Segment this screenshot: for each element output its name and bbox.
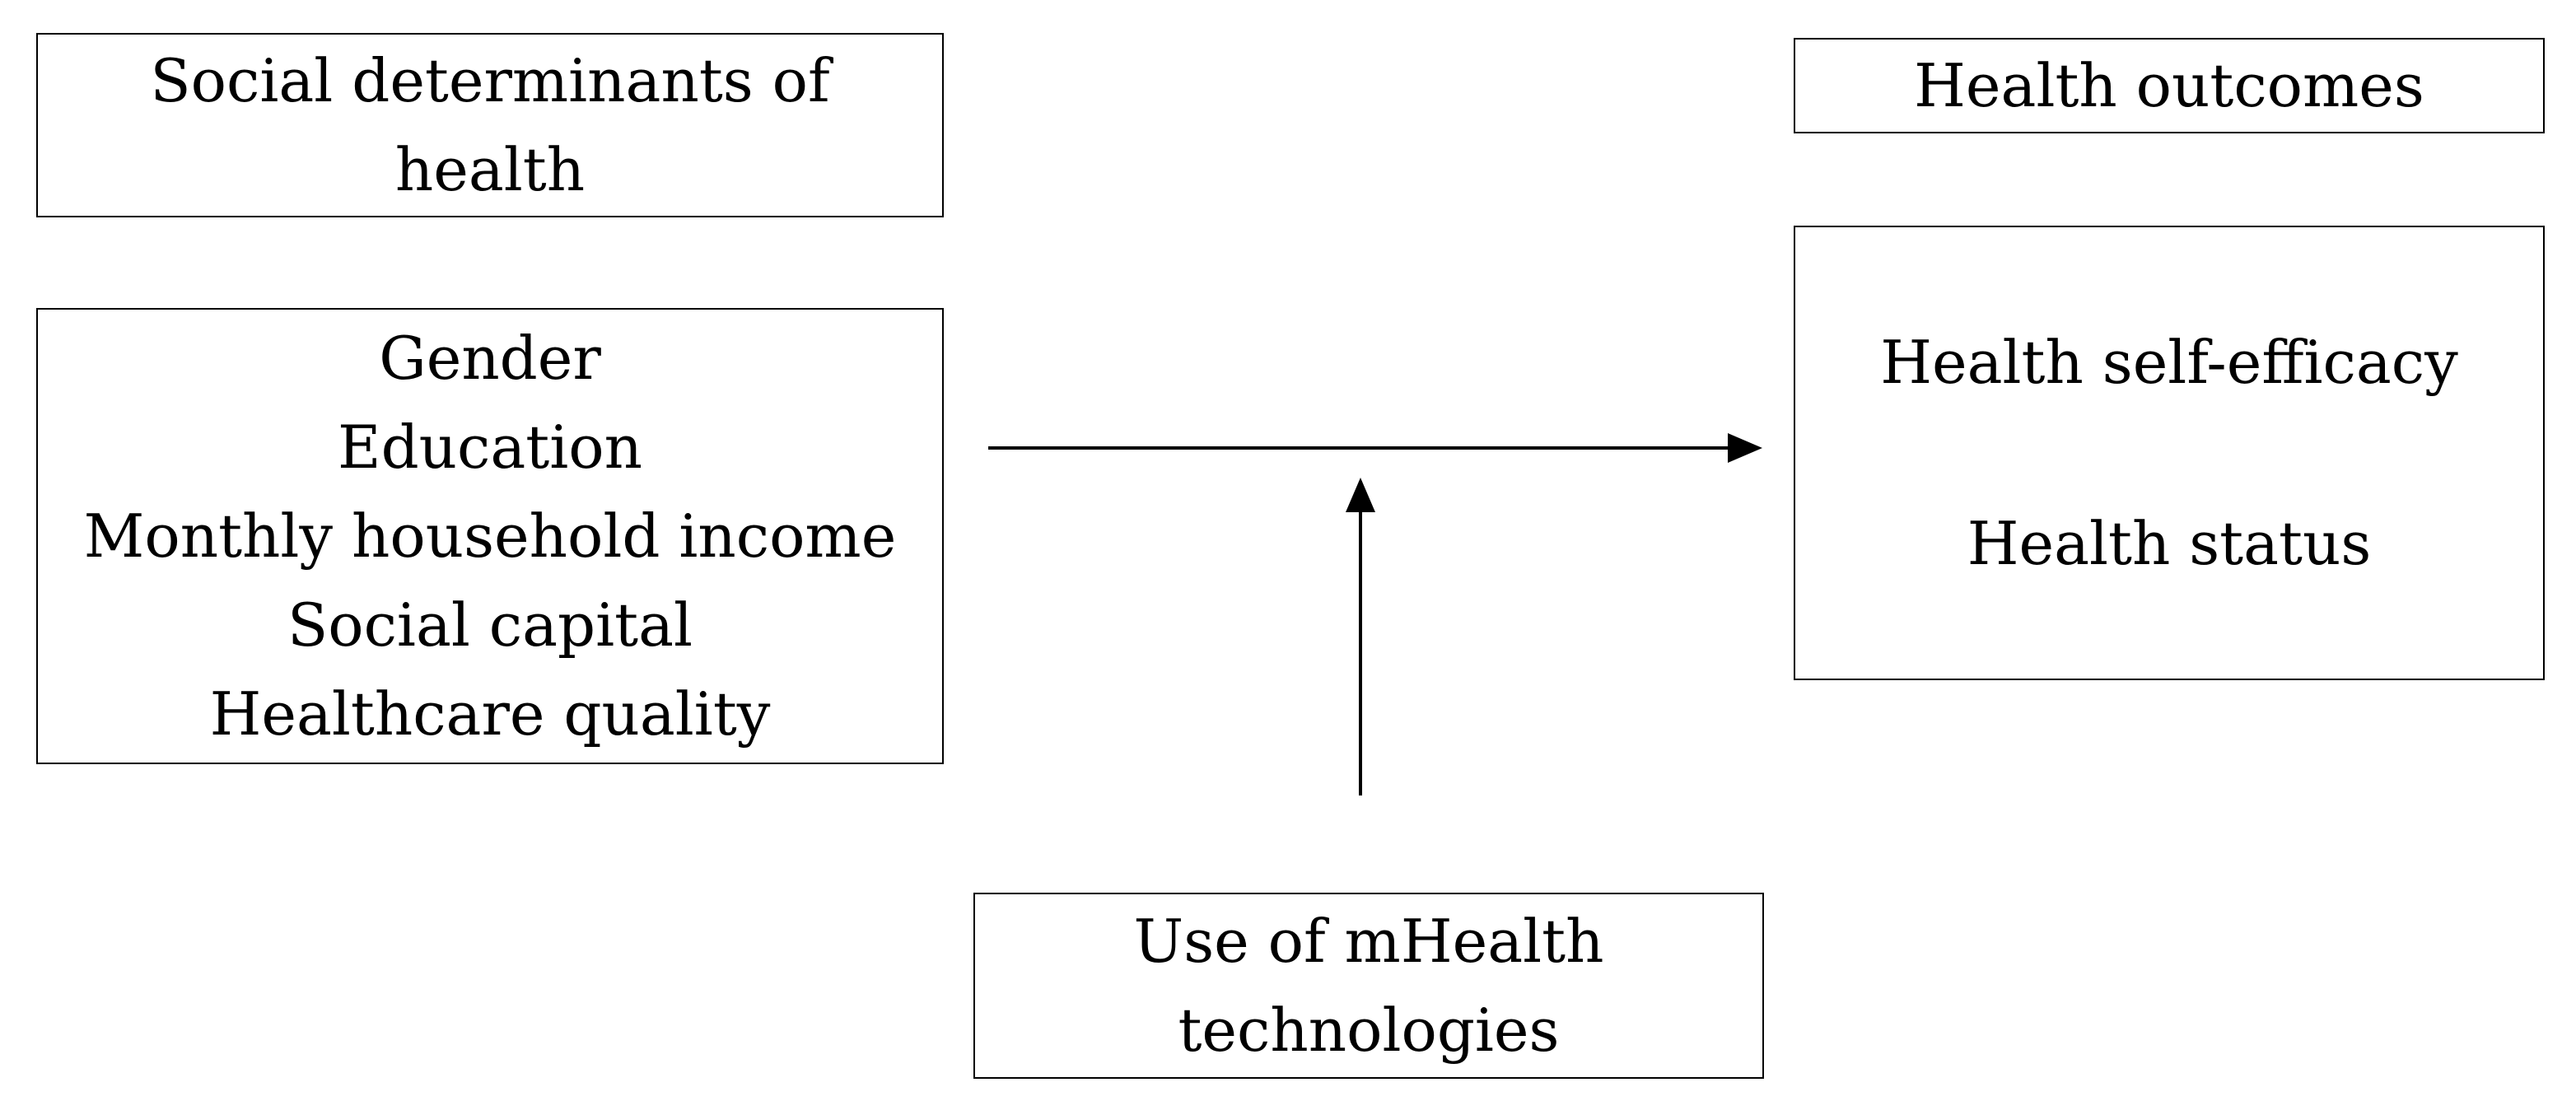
mhealth-moderator-box: Use of mHealth technologies <box>973 893 1764 1079</box>
determinant-item-income: Monthly household income <box>83 502 897 571</box>
determinant-item-education: Education <box>338 413 642 482</box>
moderation-arrowhead <box>1346 478 1375 512</box>
main-effect-arrowhead <box>1728 433 1762 463</box>
mhealth-label-line-1: Use of mHealth <box>1133 907 1604 976</box>
outcome-item-health-status: Health status <box>1967 509 2372 578</box>
determinant-item-gender: Gender <box>379 324 601 393</box>
social-determinants-header-line-1: Social determinants of <box>150 46 830 115</box>
social-determinants-list-box: Gender Education Monthly household incom… <box>36 308 944 764</box>
determinant-item-social-capital: Social capital <box>287 590 693 660</box>
health-outcomes-header-box: Health outcomes <box>1794 38 2545 133</box>
social-determinants-header-box: Social determinants of health <box>36 33 944 217</box>
social-determinants-header-line-2: health <box>394 135 586 204</box>
health-outcomes-list-box: Health self-efficacy Health status <box>1794 226 2545 680</box>
mhealth-label-line-2: technologies <box>1178 996 1560 1065</box>
outcome-item-self-efficacy: Health self-efficacy <box>1880 328 2458 397</box>
determinant-item-healthcare-quality: Healthcare quality <box>209 679 771 749</box>
health-outcomes-header-label: Health outcomes <box>1914 51 2424 120</box>
